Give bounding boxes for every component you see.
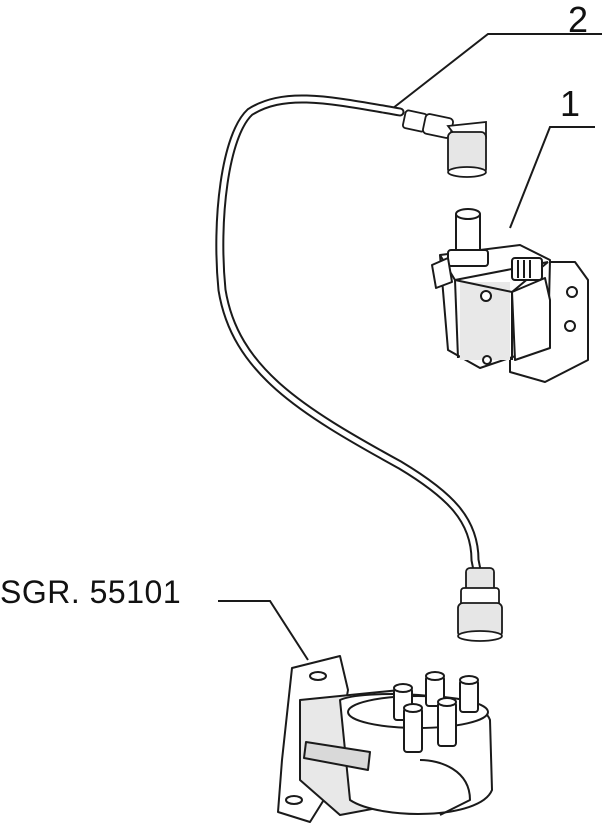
leader-lines (218, 33, 602, 661)
callout-2: 2 (568, 0, 589, 40)
ignition-lead (215, 94, 503, 642)
lead-cable-outer (215, 94, 483, 580)
ignition-coil (431, 208, 589, 383)
distributor-cap-towers (393, 671, 479, 753)
lead-top-boot (402, 109, 487, 178)
callout-1: 1 (560, 83, 581, 124)
lead-cable-inner (217, 96, 481, 578)
callout-distributor: SGR. 55101 (0, 574, 182, 610)
leader-line-2 (387, 33, 602, 113)
lead-bottom-boot (457, 567, 503, 642)
distributor (277, 655, 493, 823)
leader-line-3 (218, 600, 309, 661)
leader-line-1 (509, 126, 595, 229)
